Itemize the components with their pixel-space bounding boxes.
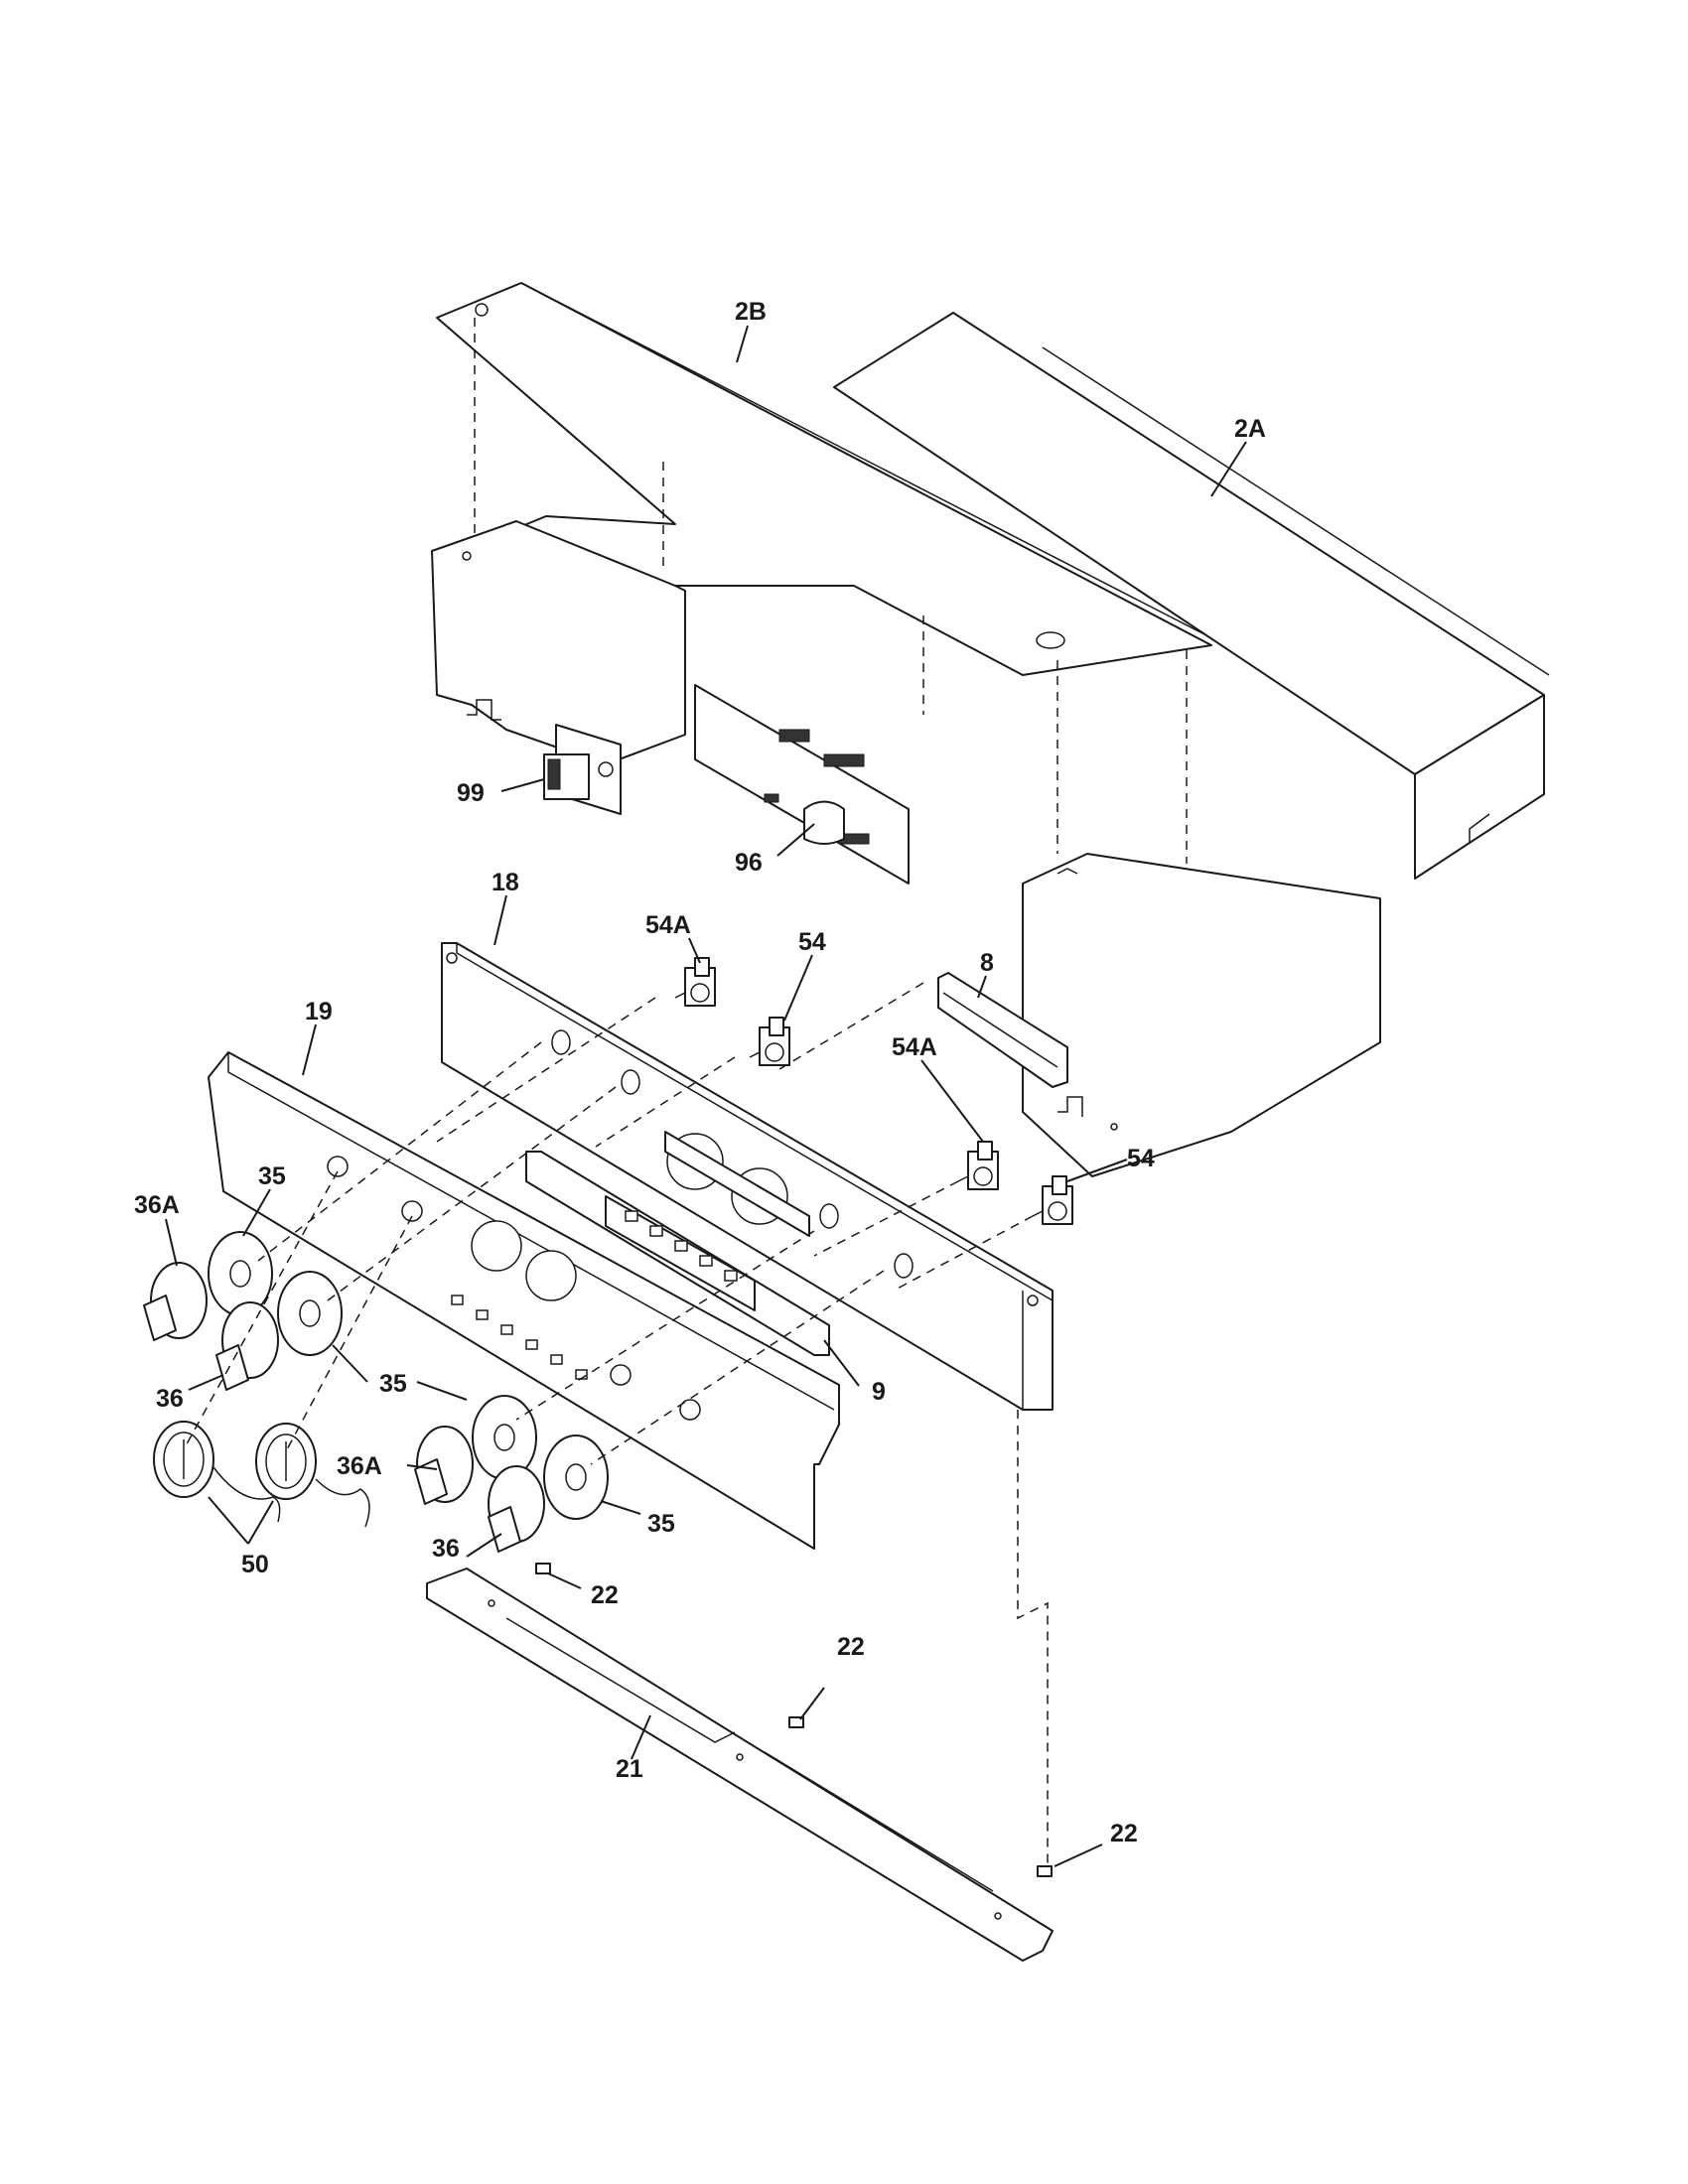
- callout-22-a: 22: [591, 1581, 619, 1609]
- callout-35-mid: 35: [379, 1370, 407, 1398]
- part-control-panel-trim: [208, 1051, 840, 1550]
- callout-54a-lower: 54A: [892, 1033, 937, 1061]
- callout-36-left: 36: [156, 1385, 184, 1413]
- part-transformer: [543, 724, 622, 815]
- assembly-dashed-lines: [183, 318, 1188, 1866]
- part-keypad: [525, 1151, 830, 1356]
- callout-labels: 2B 2A 99 96 18 54A 54 8 19 54A 54 36A 35…: [134, 298, 1266, 1847]
- callout-21: 21: [616, 1755, 643, 1783]
- callout-22-b: 22: [837, 1633, 865, 1661]
- part-knob-36a-right: [414, 1426, 474, 1505]
- part-clip-lower: [1037, 1865, 1053, 1877]
- part-knob-36-right: [488, 1465, 545, 1553]
- part-bezel-lower-right: [543, 1434, 609, 1520]
- part-knob-36-left: [215, 1301, 279, 1391]
- callout-19: 19: [305, 998, 333, 1025]
- part-bezel-upper-left: [208, 1231, 273, 1316]
- part-switch-54-lower: [1032, 1175, 1073, 1225]
- part-right-side-panel: [1022, 853, 1381, 1177]
- callout-50: 50: [241, 1551, 269, 1578]
- part-bracket: [937, 972, 1068, 1088]
- callout-8: 8: [980, 949, 994, 977]
- part-switch-54-upper: [749, 1017, 790, 1066]
- part-control-panel-frame: [441, 942, 1054, 1411]
- part-bezel-lower-mid: [472, 1395, 537, 1480]
- part-knob-36a-left: [143, 1262, 208, 1341]
- callout-9: 9: [872, 1378, 886, 1406]
- callout-36a-right: 36A: [337, 1452, 382, 1480]
- part-clip-middle: [788, 1716, 804, 1728]
- callout-96: 96: [735, 849, 763, 877]
- callout-54-lower: 54: [1127, 1145, 1155, 1172]
- part-bezel-mid: [277, 1271, 343, 1356]
- callout-22-c: 22: [1110, 1820, 1138, 1847]
- callout-35-upper-left: 35: [258, 1162, 286, 1190]
- callout-54-upper: 54: [798, 928, 826, 956]
- part-lower-trim-strip: [426, 1568, 1054, 1962]
- callout-36a-left: 36A: [134, 1191, 180, 1219]
- callout-2b: 2B: [735, 298, 767, 326]
- part-left-side-panel: [431, 520, 686, 765]
- callout-35-lower-right: 35: [647, 1510, 675, 1538]
- part-gauge-right: [255, 1423, 370, 1528]
- callout-99: 99: [457, 779, 485, 807]
- callout-36-right: 36: [432, 1535, 460, 1563]
- leader-lines: [165, 325, 1247, 1867]
- part-switch-54a-upper: [674, 957, 716, 1007]
- part-switch-54a-lower: [957, 1141, 999, 1190]
- part-clip-upper: [535, 1563, 551, 1574]
- callout-54a-upper: 54A: [645, 911, 691, 939]
- callout-18: 18: [492, 869, 519, 896]
- part-top-housing: [833, 312, 1550, 880]
- callout-2a: 2A: [1234, 415, 1266, 443]
- part-gauge-left: [153, 1421, 281, 1523]
- part-control-board: [694, 684, 910, 885]
